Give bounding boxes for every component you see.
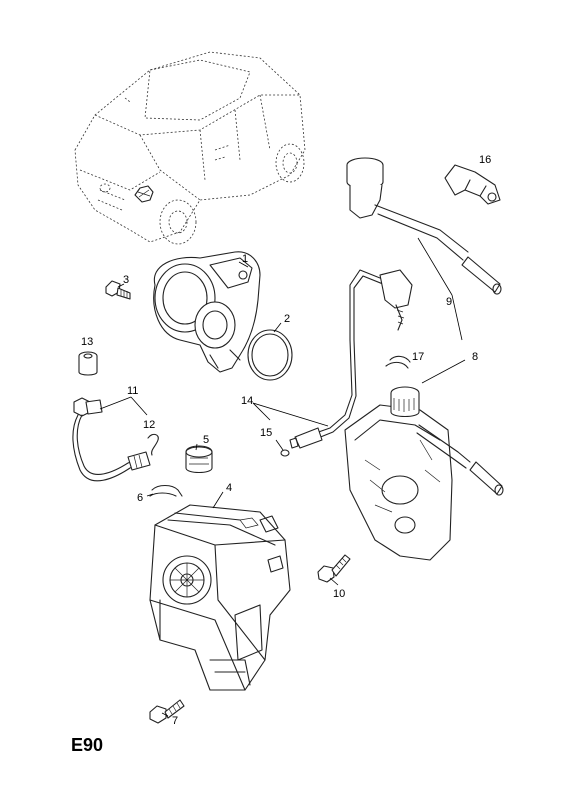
callout-6: 6: [137, 492, 143, 504]
callout-labels: 1 2 3 4 5 6 7 8 9 10 11 12 13 14 15 16 1…: [81, 154, 491, 727]
callout-5: 5: [203, 434, 209, 446]
callout-16: 16: [479, 154, 491, 166]
page-code: E90: [71, 735, 104, 755]
callout-14: 14: [241, 395, 253, 407]
part-16-mounting-clip: [444, 164, 501, 205]
callout-3: 3: [123, 274, 129, 286]
part-17-spring-clip: [385, 355, 411, 369]
part-7-bolt: [149, 699, 185, 724]
part-4-actuator: [149, 504, 291, 691]
callout-17: 17: [412, 351, 424, 363]
callout-11: 11: [127, 385, 138, 397]
part-2-o-ring: [247, 329, 293, 381]
car-illustration: [74, 51, 306, 245]
leader-lines: [99, 237, 466, 717]
part-11-clutch-pipe: [72, 397, 151, 482]
callout-1: 1: [242, 253, 248, 265]
part-15-washer: [280, 449, 290, 457]
callout-8: 8: [472, 351, 478, 363]
part-13-bushing: [78, 351, 98, 376]
callout-4: 4: [226, 482, 232, 494]
callout-2: 2: [284, 313, 290, 325]
part-6-retaining-clip: [149, 484, 183, 497]
part-1-slave-cylinder: [153, 251, 261, 373]
part-3-bolt: [105, 280, 131, 300]
part-8-bracket-reservoir: [344, 386, 504, 561]
part-9-reservoir: [346, 157, 502, 295]
callout-9: 9: [446, 296, 452, 308]
part-10-bolt: [317, 554, 351, 583]
callout-15: 15: [260, 427, 272, 439]
callout-7: 7: [172, 715, 178, 727]
part-14-clutch-line: [289, 269, 413, 449]
callout-12: 12: [143, 419, 155, 431]
callout-13: 13: [81, 336, 93, 348]
callout-10: 10: [333, 588, 345, 600]
part-5-cap: [185, 445, 213, 474]
part-12-clip: [147, 433, 159, 456]
